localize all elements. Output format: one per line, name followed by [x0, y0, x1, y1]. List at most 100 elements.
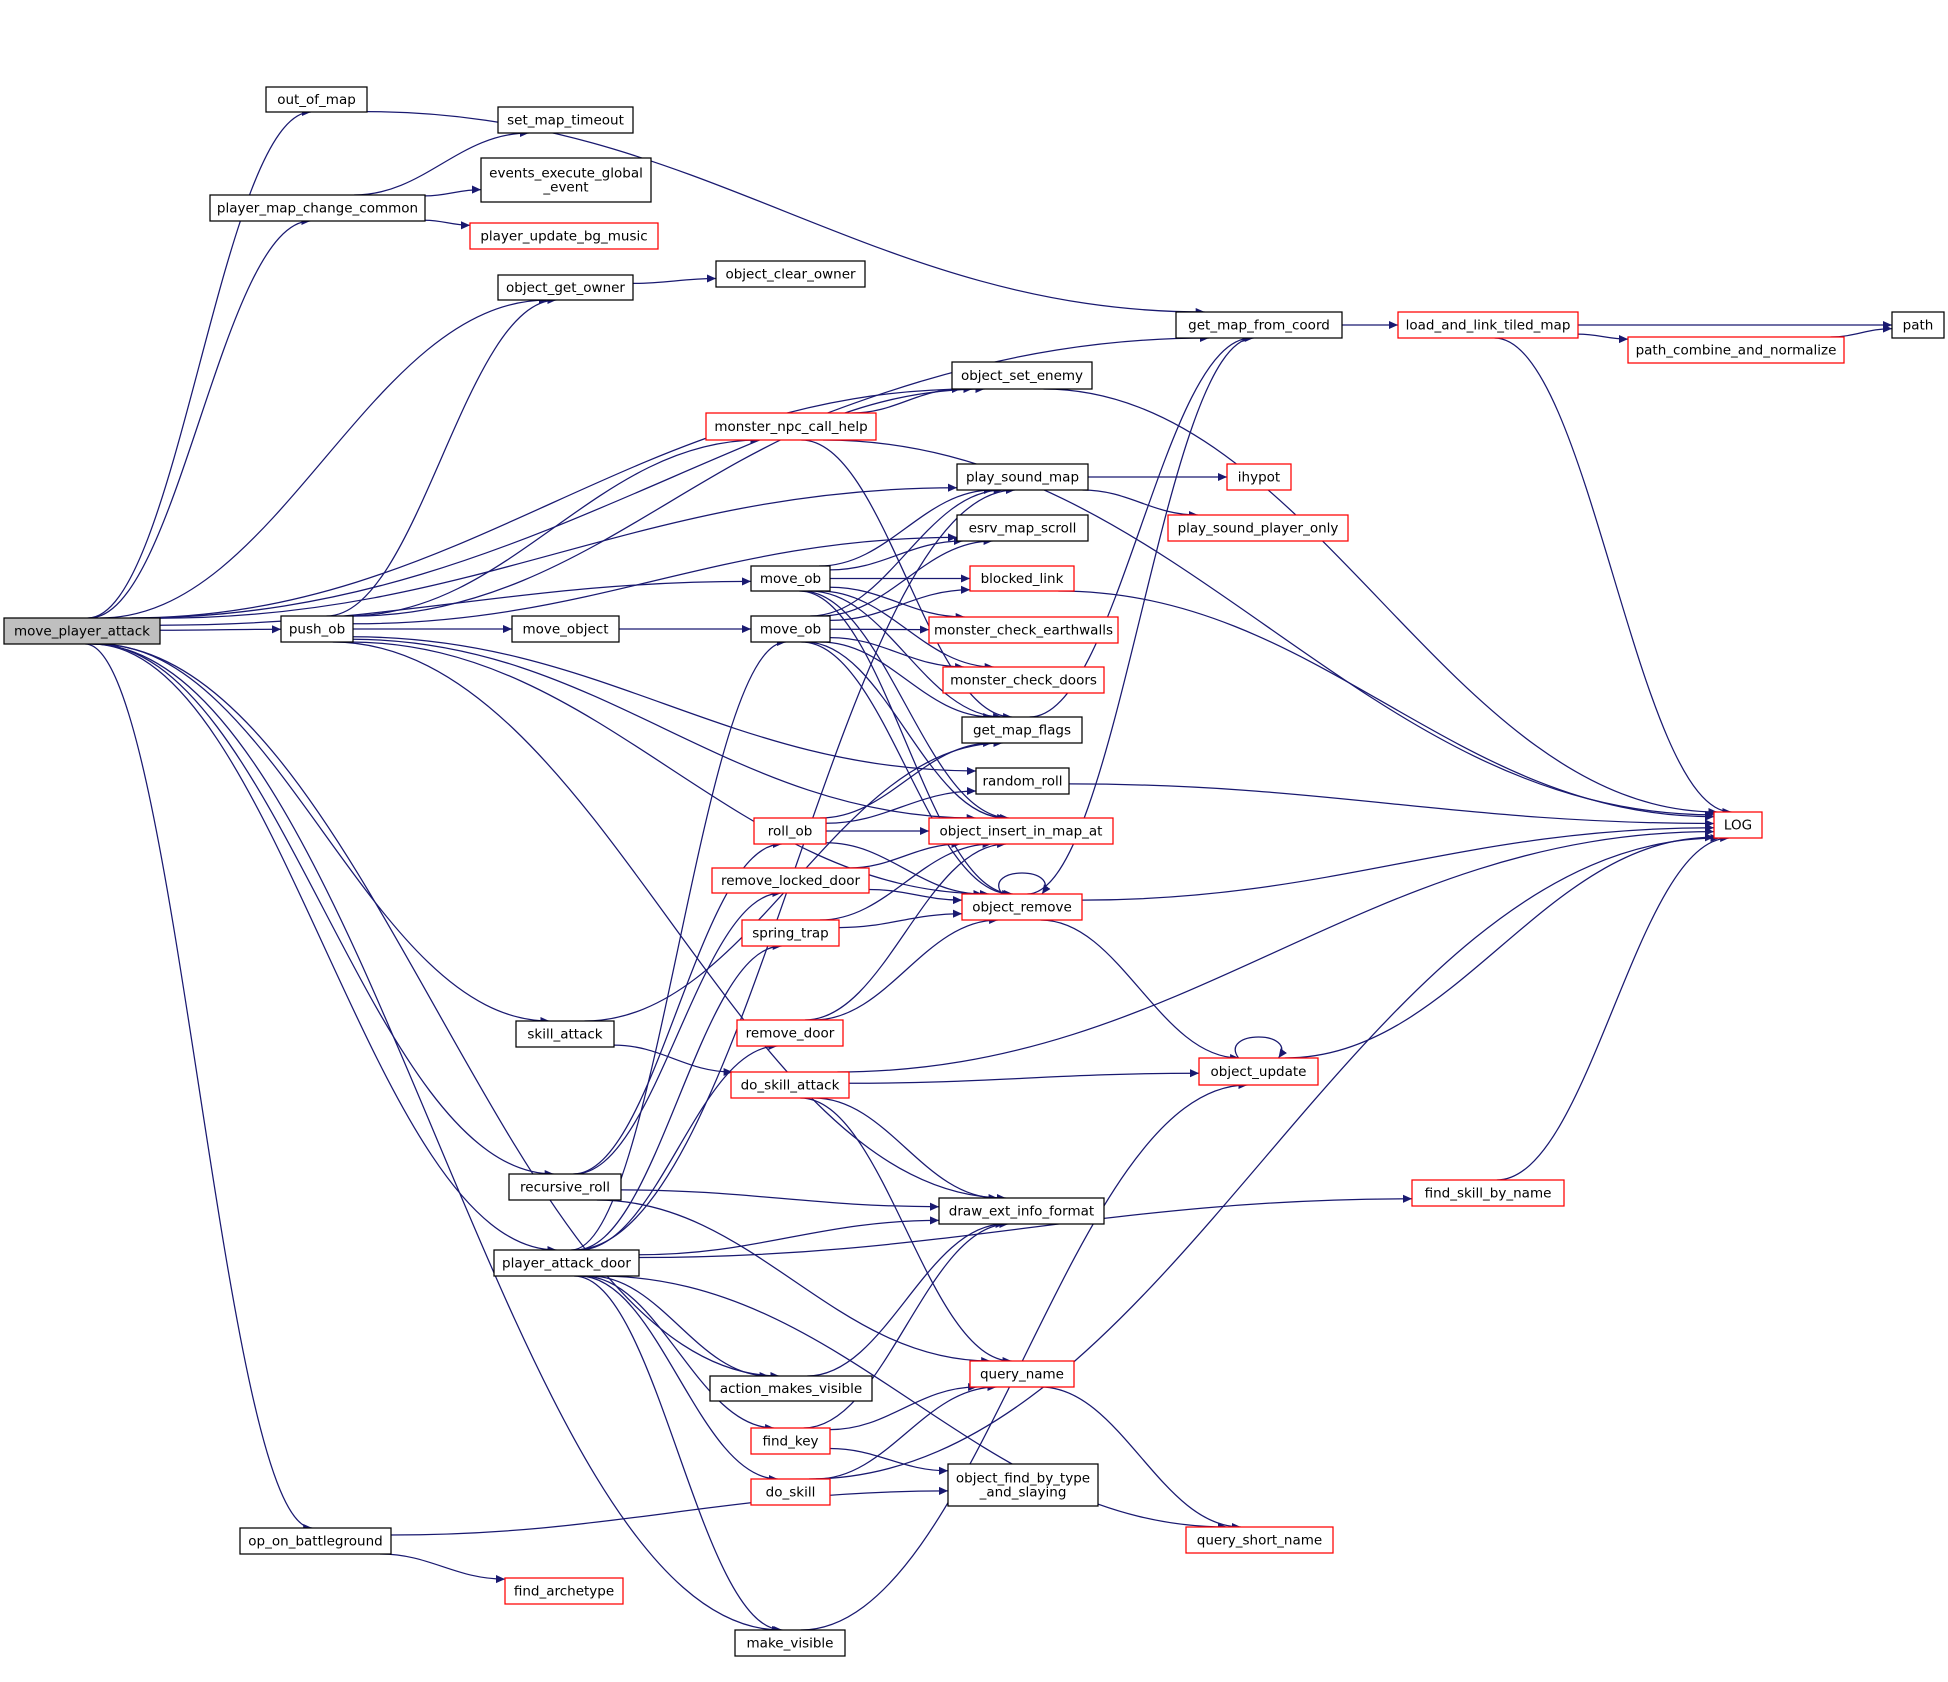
node-query-name[interactable]: query_name	[969, 1360, 1075, 1388]
node-monster-check-earthwalls[interactable]: monster_check_earthwalls	[928, 616, 1119, 644]
node-get-map-from-coord[interactable]: get_map_from_coord	[1175, 311, 1343, 339]
node-monster-check-doors[interactable]: monster_check_doors	[942, 666, 1105, 694]
node-box[interactable]	[280, 615, 354, 643]
node-find-skill-by-name[interactable]: find_skill_by_name	[1411, 1179, 1565, 1207]
node-player-attack-door[interactable]: player_attack_door	[493, 1249, 640, 1277]
node-box[interactable]	[469, 222, 659, 250]
node-box[interactable]	[750, 565, 831, 592]
node-move-ob-a[interactable]: move_ob	[750, 565, 831, 592]
node-object-set-enemy[interactable]: object_set_enemy	[951, 361, 1093, 390]
node-push-ob[interactable]: push_ob	[280, 615, 354, 643]
node-box[interactable]	[951, 361, 1093, 390]
node-box[interactable]	[975, 767, 1070, 795]
node-box[interactable]	[508, 1173, 622, 1201]
node-box[interactable]	[928, 616, 1119, 644]
node-object-get-owner[interactable]: object_get_owner	[497, 274, 634, 301]
node-box[interactable]	[741, 919, 840, 947]
node-get-map-flags[interactable]: get_map_flags	[961, 716, 1083, 744]
node-make-visible[interactable]: make_visible	[734, 1629, 846, 1657]
node-out-of-map[interactable]: out_of_map	[265, 86, 368, 113]
node-load-and-link-tiled-map[interactable]: load_and_link_tiled_map	[1397, 311, 1579, 339]
node-box[interactable]	[705, 412, 877, 441]
node-box[interactable]	[961, 716, 1083, 744]
node-move-player-attack[interactable]: move_player_attack	[3, 617, 161, 645]
node-object-remove[interactable]: object_remove	[961, 893, 1083, 921]
node-box[interactable]	[480, 157, 652, 203]
node-box[interactable]	[969, 1360, 1075, 1388]
node-box[interactable]	[750, 1478, 831, 1506]
node-roll-ob[interactable]: roll_ob	[753, 817, 827, 845]
node-box[interactable]	[711, 867, 870, 894]
node-box[interactable]	[1627, 336, 1845, 364]
node-box[interactable]	[961, 893, 1083, 921]
node-set-map-timeout[interactable]: set_map_timeout	[497, 106, 634, 134]
node-box[interactable]	[265, 86, 368, 113]
node-box[interactable]	[715, 260, 866, 288]
node-find-archetype[interactable]: find_archetype	[504, 1577, 624, 1605]
node-box[interactable]	[1175, 311, 1343, 339]
node-box[interactable]	[1397, 311, 1579, 339]
node-op-on-battleground[interactable]: op_on_battleground	[239, 1527, 392, 1555]
node-box[interactable]	[750, 1427, 831, 1455]
node-find-key[interactable]: find_key	[750, 1427, 831, 1455]
node-box[interactable]	[1411, 1179, 1565, 1207]
node-random-roll[interactable]: random_roll	[975, 767, 1070, 795]
node-LOG[interactable]: LOG	[1713, 811, 1763, 839]
node-box[interactable]	[947, 1463, 1099, 1507]
node-recursive-roll[interactable]: recursive_roll	[508, 1173, 622, 1201]
node-object-update[interactable]: object_update	[1198, 1057, 1319, 1086]
node-box[interactable]	[928, 817, 1114, 845]
node-object-insert-in-map-at[interactable]: object_insert_in_map_at	[928, 817, 1114, 845]
node-skill-attack[interactable]: skill_attack	[515, 1020, 615, 1048]
node-box[interactable]	[1167, 514, 1349, 542]
node-play-sound-map[interactable]: play_sound_map	[956, 463, 1089, 491]
node-blocked-link[interactable]: blocked_link	[969, 565, 1075, 592]
node-box[interactable]	[956, 463, 1089, 491]
node-action-makes-visible[interactable]: action_makes_visible	[709, 1375, 873, 1402]
node-path-combine-and-normalize[interactable]: path_combine_and_normalize	[1627, 336, 1845, 364]
node-esrv-map-scroll[interactable]: esrv_map_scroll	[956, 514, 1089, 542]
node-query-short-name[interactable]: query_short_name	[1185, 1526, 1334, 1554]
node-object-clear-owner[interactable]: object_clear_owner	[715, 260, 866, 288]
node-move-ob-b[interactable]: move_ob	[750, 615, 831, 643]
node-play-sound-player-only[interactable]: play_sound_player_only	[1167, 514, 1349, 542]
node-box[interactable]	[736, 1019, 844, 1047]
node-object-find-by-type-and-slaying[interactable]: object_find_by_type_and_slaying	[947, 1463, 1099, 1507]
node-box[interactable]	[1713, 811, 1763, 839]
node-remove-door[interactable]: remove_door	[736, 1019, 844, 1047]
node-do-skill[interactable]: do_skill	[750, 1478, 831, 1506]
node-box[interactable]	[969, 565, 1075, 592]
node-box[interactable]	[734, 1629, 846, 1657]
node-box[interactable]	[1198, 1057, 1319, 1086]
node-box[interactable]	[1226, 463, 1292, 491]
node-box[interactable]	[497, 274, 634, 301]
node-spring-trap[interactable]: spring_trap	[741, 919, 840, 947]
node-box[interactable]	[493, 1249, 640, 1277]
node-do-skill-attack[interactable]: do_skill_attack	[730, 1071, 850, 1099]
node-box[interactable]	[515, 1020, 615, 1048]
node-box[interactable]	[209, 194, 426, 222]
node-box[interactable]	[497, 106, 634, 134]
node-box[interactable]	[938, 1197, 1105, 1225]
node-box[interactable]	[239, 1527, 392, 1555]
node-events-execute-global-event[interactable]: events_execute_global_event	[480, 157, 652, 203]
node-box[interactable]	[753, 817, 827, 845]
node-box[interactable]	[956, 514, 1089, 542]
node-box[interactable]	[1185, 1526, 1334, 1554]
node-box[interactable]	[3, 617, 161, 645]
node-remove-locked-door[interactable]: remove_locked_door	[711, 867, 870, 894]
node-monster-npc-call-help[interactable]: monster_npc_call_help	[705, 412, 877, 441]
node-box[interactable]	[730, 1071, 850, 1099]
node-box[interactable]	[750, 615, 831, 643]
node-player-map-change-common[interactable]: player_map_change_common	[209, 194, 426, 222]
node-draw-ext-info-format[interactable]: draw_ext_info_format	[938, 1197, 1105, 1225]
node-box[interactable]	[709, 1375, 873, 1402]
node-ihypot[interactable]: ihypot	[1226, 463, 1292, 491]
node-path[interactable]: path	[1891, 311, 1945, 339]
node-box[interactable]	[942, 666, 1105, 694]
node-player-update-bg-music[interactable]: player_update_bg_music	[469, 222, 659, 250]
node-box[interactable]	[511, 615, 620, 643]
node-box[interactable]	[504, 1577, 624, 1605]
node-move-object[interactable]: move_object	[511, 615, 620, 643]
node-box[interactable]	[1891, 311, 1945, 339]
